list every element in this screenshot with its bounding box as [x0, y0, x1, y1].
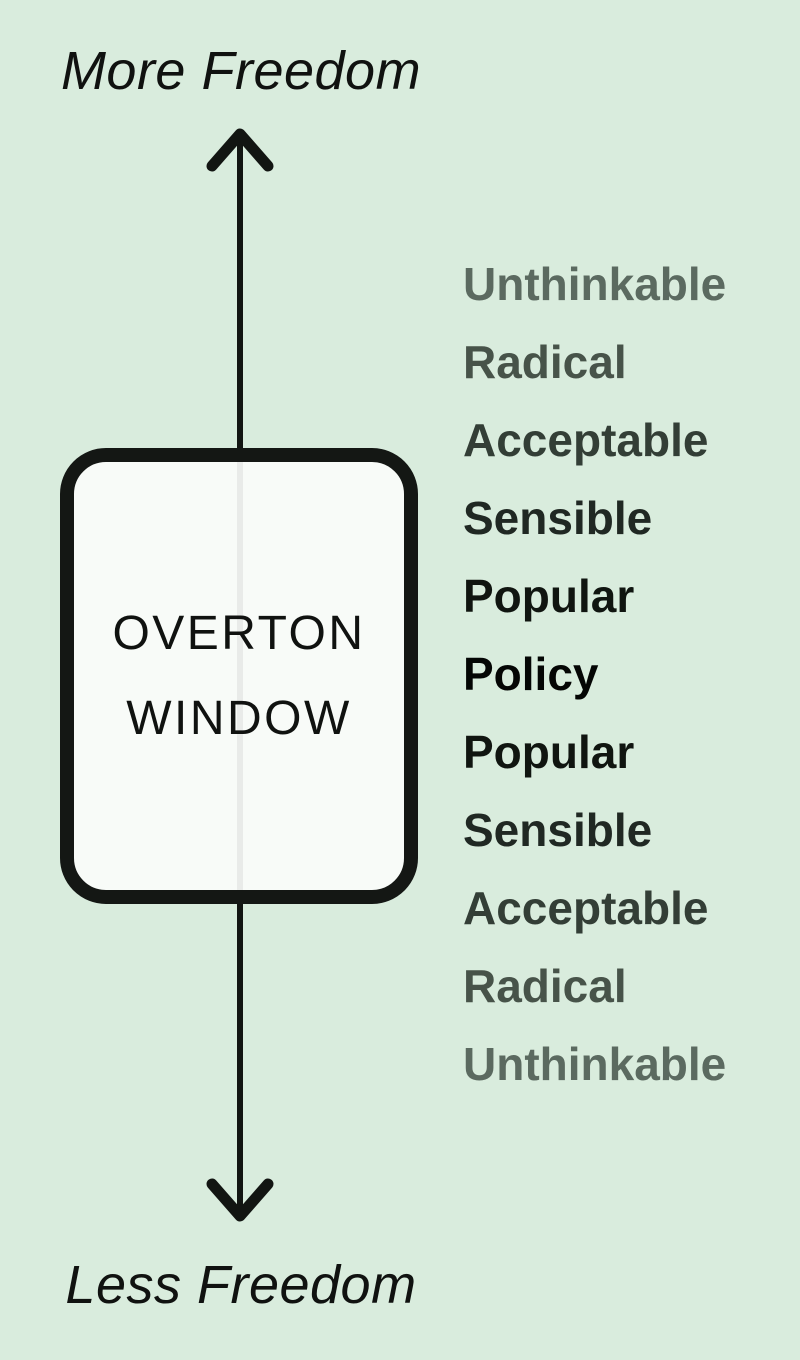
spectrum-item-popular: Popular — [463, 570, 635, 622]
spectrum-item-radical: Radical — [463, 336, 627, 388]
spectrum-item-acceptable: Acceptable — [463, 882, 709, 934]
spectrum-item-sensible: Sensible — [463, 804, 653, 856]
spectrum-item-acceptable: Acceptable — [463, 414, 709, 466]
more-freedom-label: More Freedom — [60, 41, 422, 101]
arrowhead-down-icon — [206, 1178, 274, 1222]
less-freedom-label: Less Freedom — [65, 1255, 417, 1315]
spectrum-item-unthinkable: Unthinkable — [463, 258, 727, 310]
spectrum-item-policy: Policy — [463, 648, 599, 700]
spectrum-item-radical: Radical — [463, 960, 627, 1012]
overton-window-title-line2: WINDOW — [126, 692, 352, 745]
overton-window-box: OVERTON WINDOW — [60, 448, 418, 904]
arrowhead-up-icon — [206, 128, 274, 172]
spectrum-item-unthinkable: Unthinkable — [463, 1038, 727, 1090]
overton-window-title-line1: OVERTON — [112, 607, 366, 660]
spectrum-item-sensible: Sensible — [463, 492, 653, 544]
spectrum-item-popular: Popular — [463, 726, 635, 778]
